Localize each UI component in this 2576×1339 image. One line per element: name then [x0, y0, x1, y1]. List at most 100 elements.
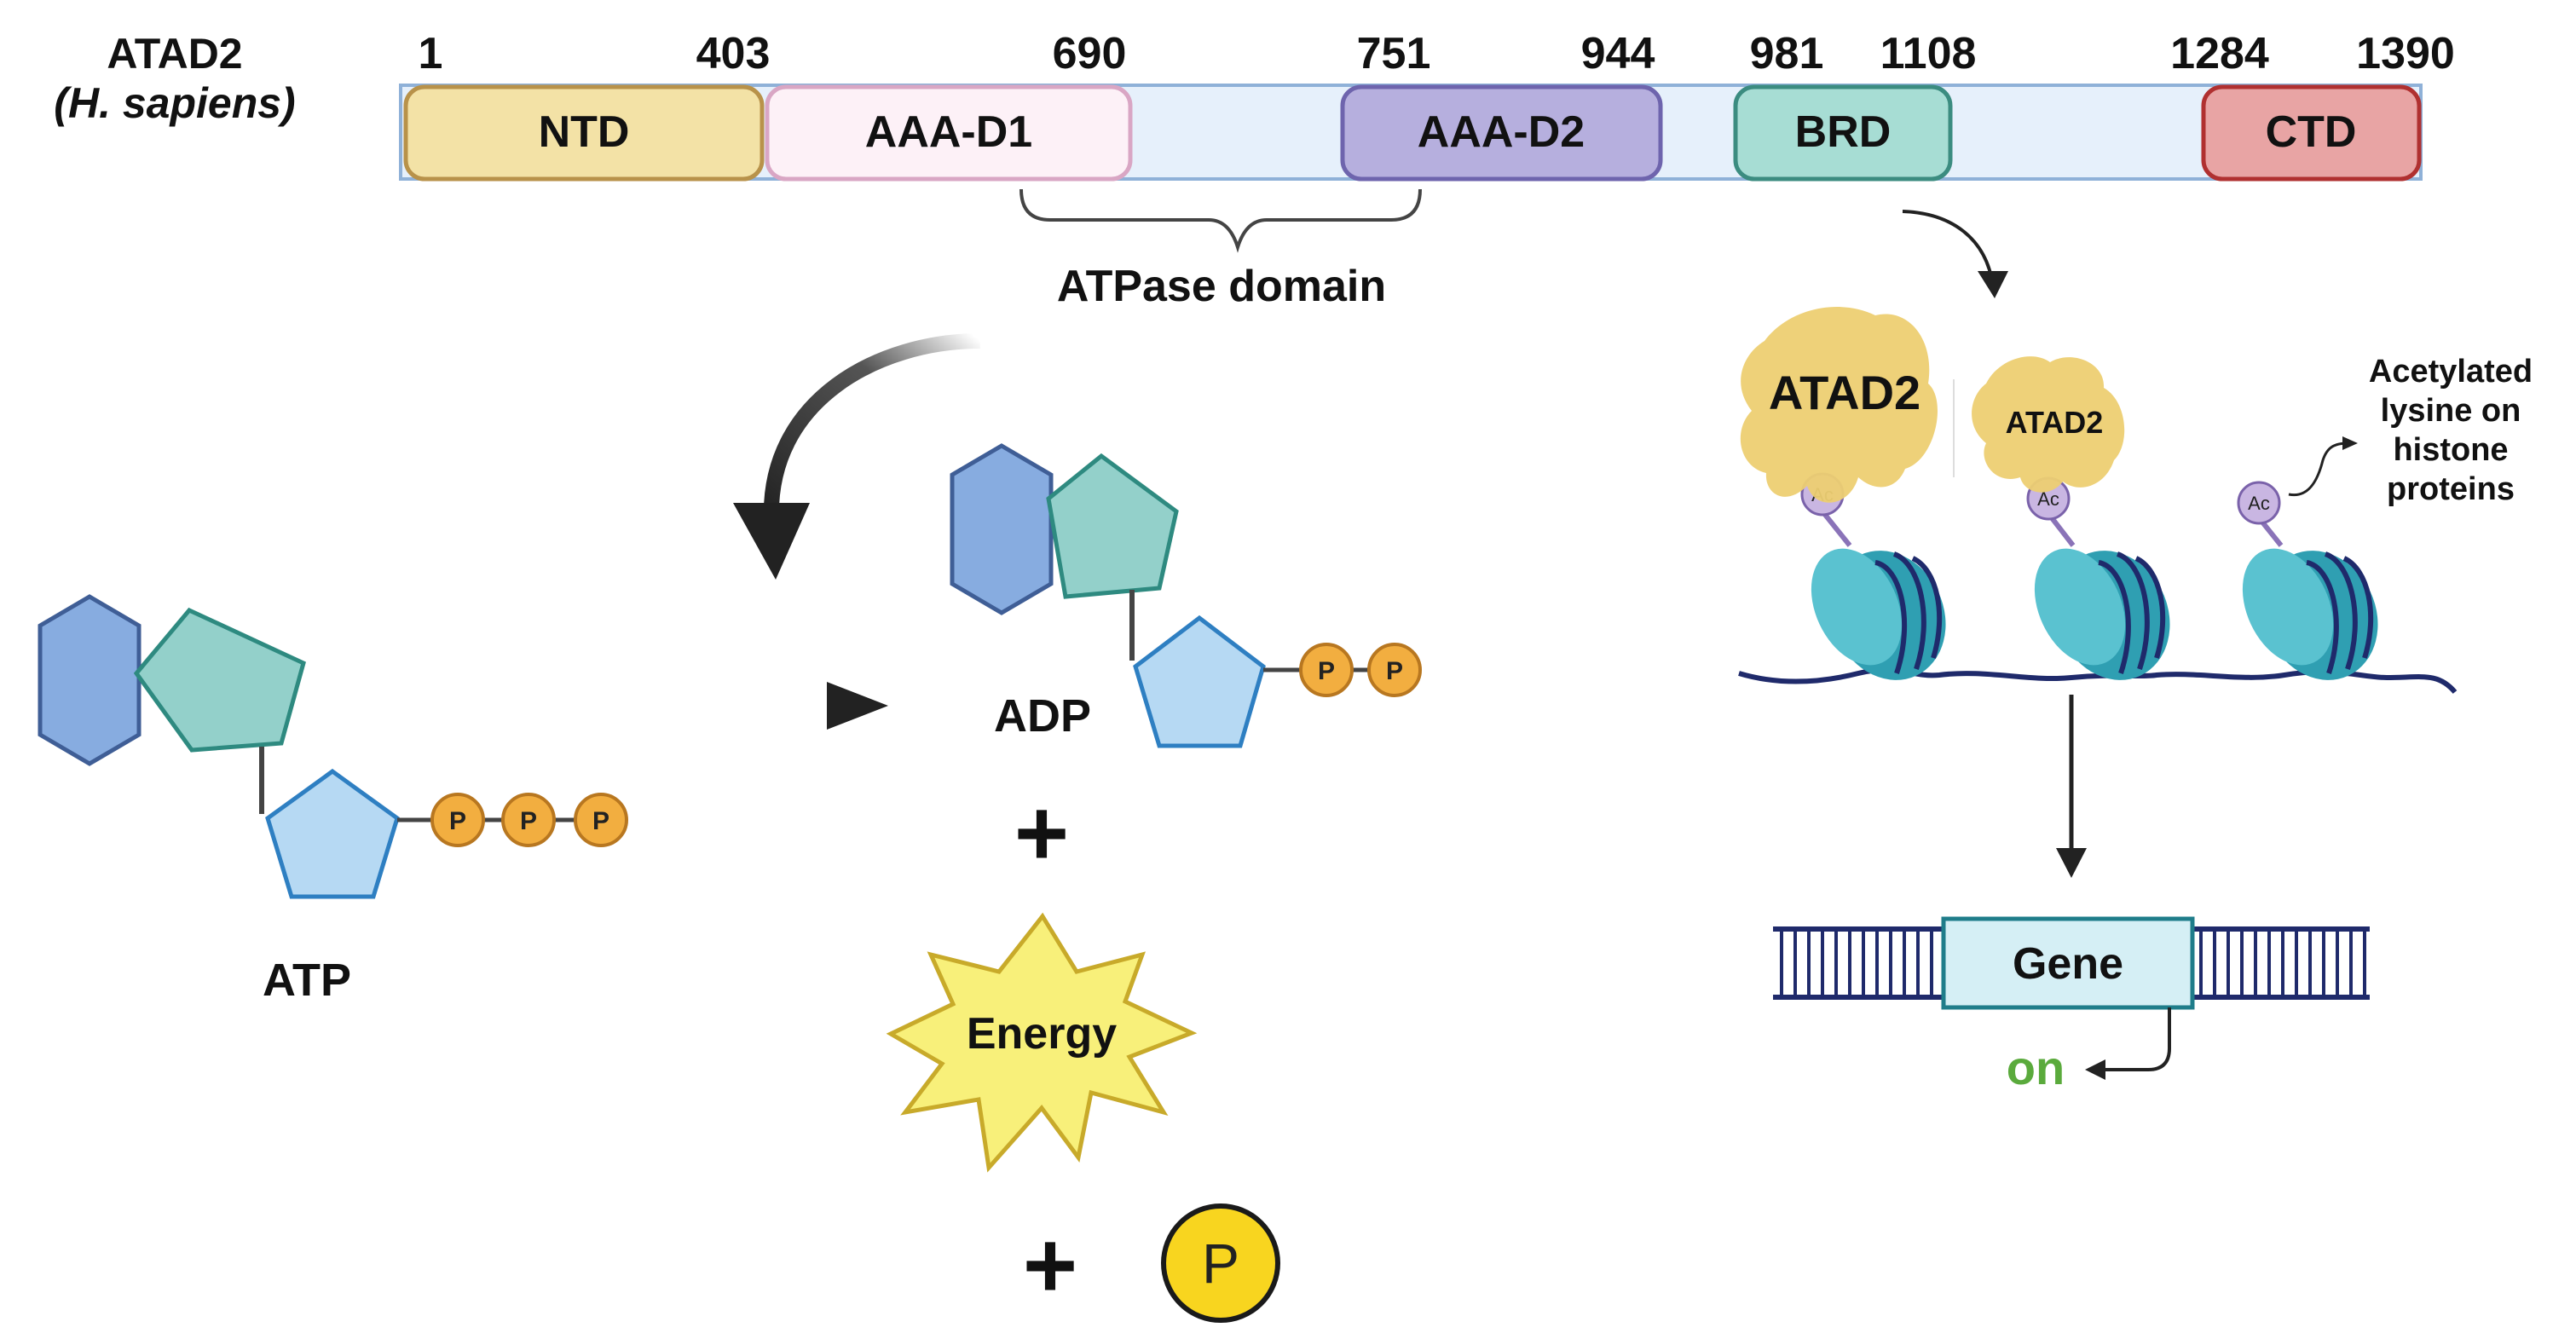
atad2-reader: ATAD2 — [1972, 356, 2125, 493]
phosphate-group: P P — [1299, 643, 1422, 697]
plus-sign: + — [1023, 1213, 1077, 1318]
atad2-blob — [1740, 307, 1938, 503]
domain-ntd: NTD — [403, 84, 765, 182]
adenine-pentagon — [1046, 453, 1179, 599]
curved-arrow-head — [733, 503, 810, 580]
domain-aaa-d2: AAA-D2 — [1340, 84, 1663, 182]
adenine-hexagon — [950, 443, 1054, 615]
acetyl-mark: Ac — [2237, 481, 2284, 547]
position-label: 403 — [696, 29, 771, 78]
phosphate-letter: P — [1318, 657, 1335, 685]
domain-ctd-box — [2201, 84, 2422, 182]
annotation-line: lysine on — [2381, 393, 2521, 429]
position-label: 751 — [1357, 29, 1431, 78]
dna-wrap — [2116, 551, 2150, 670]
reaction-arrow-head — [827, 682, 888, 730]
dna-wrap — [1911, 556, 1943, 659]
atad2-reader-label: ATAD2 — [2006, 405, 2104, 440]
position-label: 1108 — [1880, 29, 1977, 78]
atp-label: ATP — [263, 955, 351, 1006]
dna-rungs — [1780, 929, 1933, 997]
annotation-line: proteins — [2387, 471, 2515, 507]
activation-arrow-head — [2056, 848, 2087, 878]
phosphate-circle — [1299, 643, 1354, 697]
energy-label: Energy — [967, 1009, 1117, 1059]
domain-aaa-d1: AAA-D1 — [765, 84, 1133, 182]
nucleosome — [2034, 548, 2170, 680]
phosphate-letter: P — [1386, 657, 1403, 685]
domain-ntd-label: NTD — [539, 107, 630, 157]
atpase-bracket — [1019, 188, 1422, 253]
dna-wrap — [1874, 560, 1908, 674]
brd-to-chromatin-arrow — [1902, 210, 1995, 286]
energy-burst: Energy — [886, 912, 1198, 1173]
ribose-pentagon — [1133, 615, 1266, 748]
phosphate-circle — [430, 793, 485, 847]
nucleosome-face — [1811, 548, 1903, 666]
domain-brd-box — [1733, 84, 1953, 182]
chromatin-panel: Ac Ac Ac ATAD2 ATAD2 Acetylated lysine o… — [1738, 210, 2533, 1094]
energy-starburst — [886, 912, 1198, 1173]
atad2-blob — [1972, 356, 2125, 493]
domain-aaa-d1-label: AAA-D1 — [865, 107, 1032, 157]
phosphate-letter: P — [449, 807, 466, 835]
acetyl-circle — [2237, 481, 2281, 525]
gene-locus: Gene — [1773, 916, 2370, 1010]
dna-wrap — [2342, 556, 2374, 659]
ribose-pentagon — [265, 768, 400, 899]
position-label: 690 — [1053, 29, 1127, 78]
domain-brd-label: BRD — [1795, 107, 1892, 157]
protein-domain-map: ATAD2 (H. sapiens) NTD AAA-D1 AAA-D2 BRD… — [54, 29, 2455, 311]
dna-rungs — [2199, 929, 2366, 997]
atpase-domain-label: ATPase domain — [1057, 262, 1386, 311]
nucleosome-face — [2034, 548, 2126, 666]
phosphate-circle — [501, 793, 556, 847]
transcription-arrow-head — [2085, 1059, 2105, 1080]
position-label: 981 — [1750, 29, 1824, 78]
dna-wrap — [2098, 560, 2131, 674]
dna-wrap — [2324, 551, 2358, 670]
gene-box — [1941, 916, 2195, 1010]
domain-brd: BRD — [1733, 84, 1953, 182]
position-label: 1 — [419, 29, 443, 78]
free-phosphate: P — [1161, 1203, 1280, 1323]
acetyl-stalk — [2048, 514, 2076, 547]
atp-hydrolysis-reaction: P P P ATP P P ADP + — [38, 333, 1422, 1323]
phosphate-letter: P — [520, 807, 537, 835]
acetyl-annotation: Acetylated lysine on histone proteins — [2369, 354, 2533, 507]
adp-molecule: P P ADP — [950, 443, 1422, 748]
phosphate-group: P P P — [430, 793, 628, 847]
transcription-arrow — [2102, 1007, 2171, 1071]
phosphate-letter: P — [592, 807, 609, 835]
free-phosphate-circle — [1161, 1203, 1280, 1323]
phosphate-circle — [574, 793, 628, 847]
annotation-line: histone — [2393, 432, 2508, 468]
curved-arrow — [763, 333, 981, 521]
position-label: 1390 — [2356, 29, 2455, 78]
position-label: 1284 — [2170, 29, 2269, 78]
dna-wrap — [1892, 551, 1926, 670]
protein-name: ATAD2 — [107, 30, 242, 78]
position-label: 944 — [1581, 29, 1655, 78]
domain-ntd-box — [403, 84, 765, 182]
acetyl-label: Ac — [2248, 493, 2270, 514]
brd-arrow-head — [1978, 271, 2008, 298]
adp-label: ADP — [994, 690, 1091, 742]
phosphate-circle — [1367, 643, 1422, 697]
atad2-reader-label: ATAD2 — [1769, 366, 1920, 419]
protein-species: (H. sapiens) — [54, 79, 295, 127]
annotation-arrow — [2288, 442, 2349, 497]
domain-aaa-d2-box — [1340, 84, 1663, 182]
domain-ctd-label: CTD — [2266, 107, 2357, 157]
adenine-hexagon — [38, 594, 142, 766]
annotation-arrow-head — [2342, 436, 2358, 450]
plus-sign: + — [1014, 781, 1069, 886]
acetyl-stalk — [1820, 510, 1852, 547]
gene-on-label: on — [2007, 1041, 2065, 1094]
dna-wrap — [2134, 556, 2166, 659]
nucleosome — [1811, 548, 1946, 680]
domain-aaa-d1-box — [765, 84, 1133, 182]
nucleosome — [2242, 548, 2378, 680]
annotation-line: Acetylated — [2369, 354, 2533, 390]
gene-label: Gene — [2013, 939, 2123, 989]
